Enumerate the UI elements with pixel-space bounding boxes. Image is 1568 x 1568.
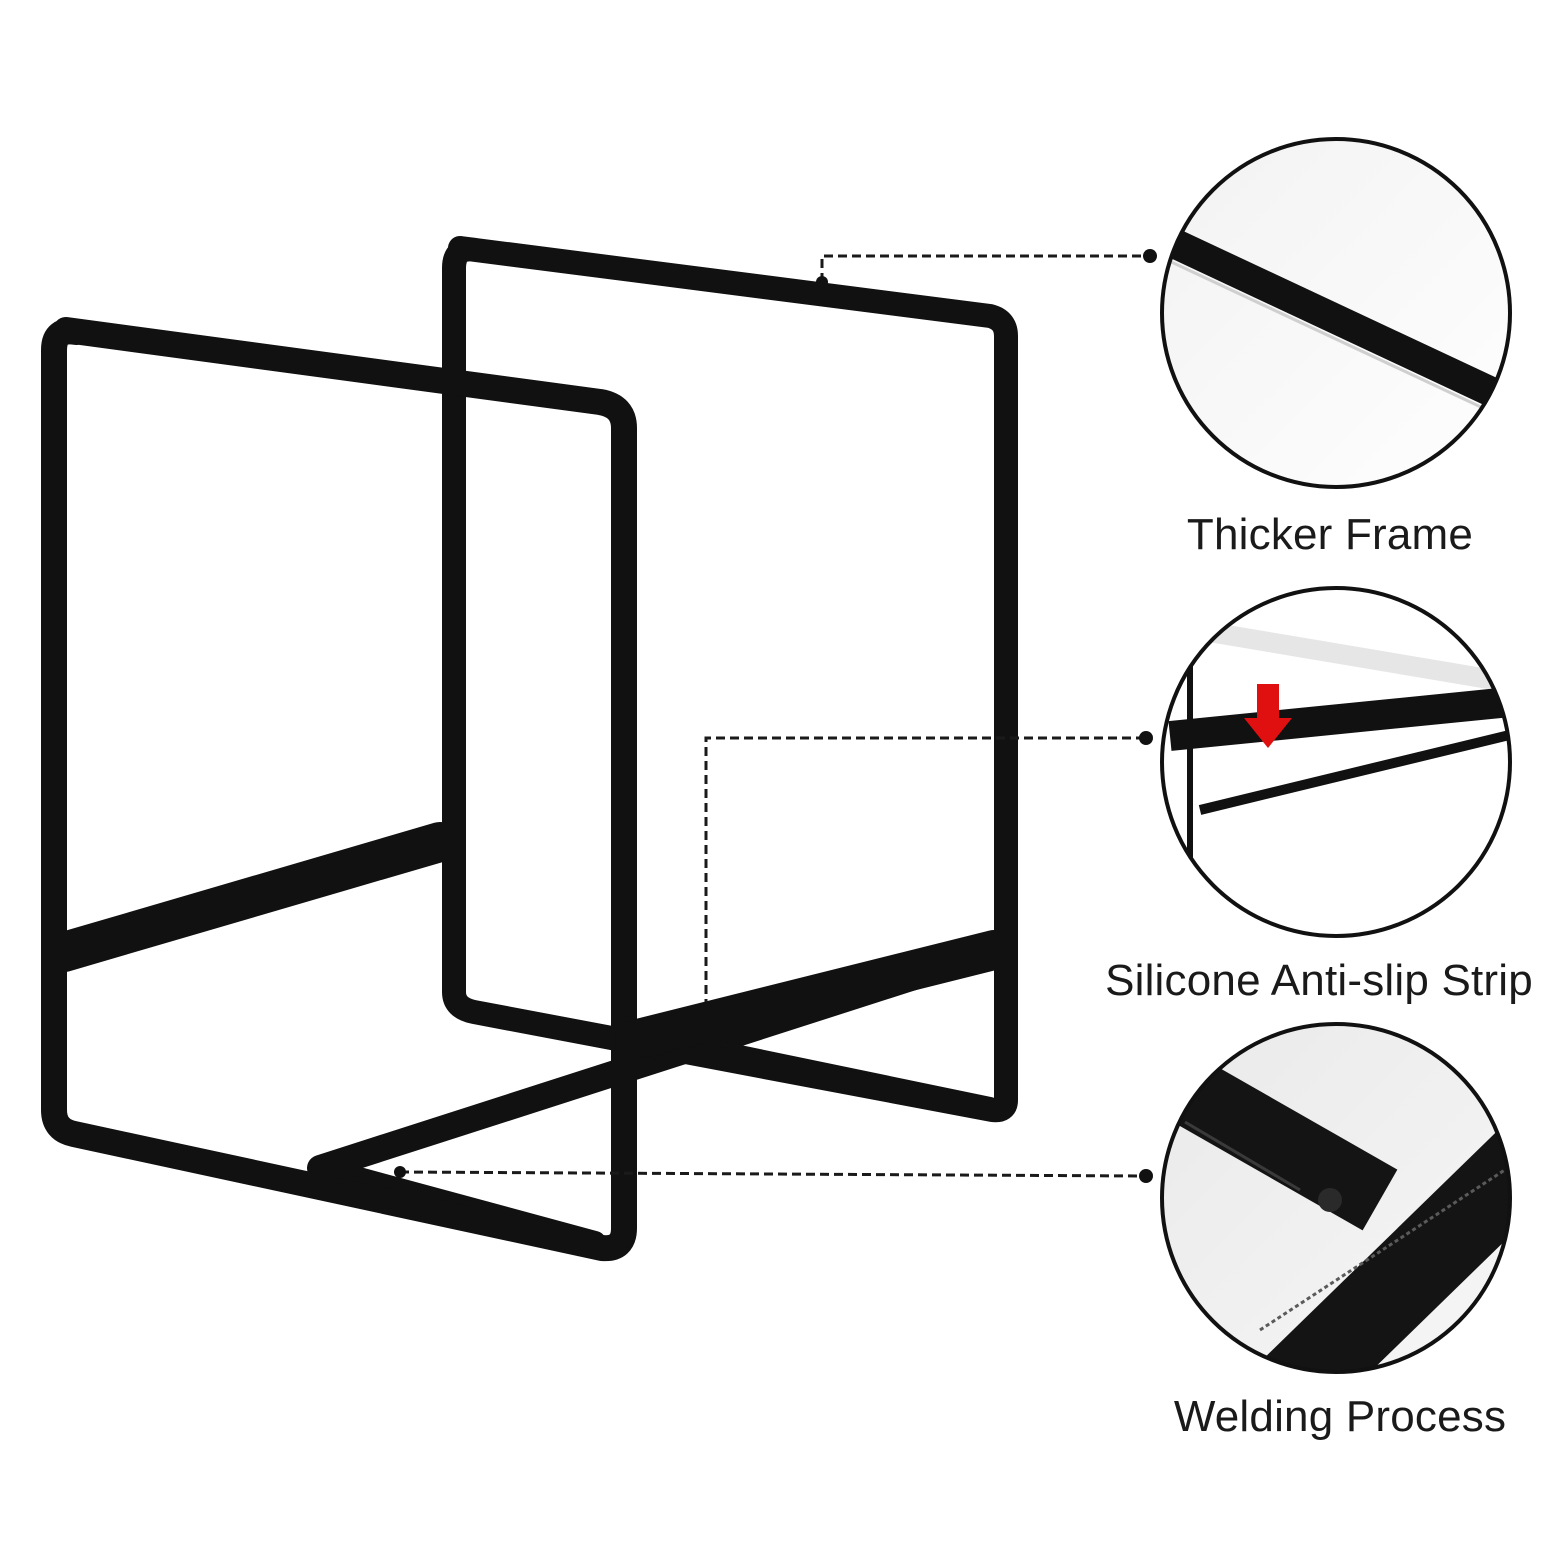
leader-line-anti-slip [704,736,1142,1008]
leader-line-thicker-frame [820,254,1146,282]
weld-joint-icon [1160,1022,1512,1374]
front-frame [41,317,637,1262]
red-arrow-icon [1244,684,1292,748]
leader-dots [394,249,1157,1183]
anti-slip-strip-icon [1160,586,1512,938]
leader-dot [816,276,828,288]
leader-dot [1139,731,1153,745]
leader-dot [1139,1169,1153,1183]
dish-rack-frame-icon [41,236,1018,1262]
frame-detail-icon [1160,137,1512,489]
front-cross-bar [44,822,460,972]
leader-dot [394,1166,406,1178]
feature-label-welding-process: Welding Process [1173,1392,1507,1441]
feature-label-thicker-frame: Thicker Frame [1186,510,1474,559]
back-frame [442,236,1018,1123]
feature-label-anti-slip-strip: Silicone Anti-slip Strip [1105,956,1533,1005]
leader-dot [700,1002,712,1014]
leader-dot [1143,249,1157,263]
leader-line-welding [399,1170,1143,1178]
leader-lines [399,254,1146,1178]
back-cross-bar [614,930,1014,1060]
